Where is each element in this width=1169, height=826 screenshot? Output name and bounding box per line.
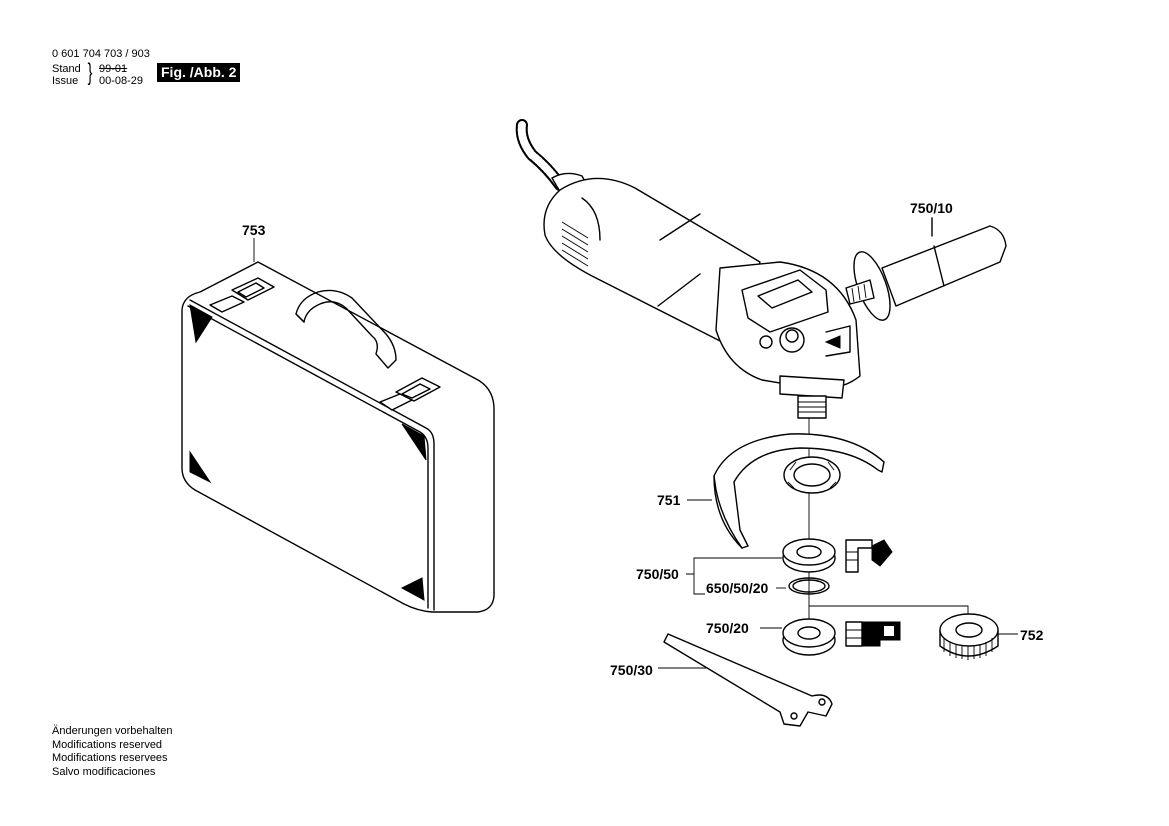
part-label-guard: 751 — [657, 492, 681, 508]
note-line: Modifications reservees — [52, 752, 168, 764]
side-handle-drawing — [845, 217, 1007, 321]
part-label-quick-nut: 752 — [1020, 627, 1044, 643]
part-label-clamping-nut: 750/20 — [706, 620, 749, 636]
angle-grinder-drawing — [515, 119, 861, 419]
note-line: Modifications reserved — [52, 738, 163, 751]
spanner-drawing — [663, 633, 833, 727]
part-label-side-handle: 750/10 — [910, 200, 953, 216]
stand-date: 99-01 — [99, 63, 128, 75]
issue-date: 00-08-29 — [99, 75, 144, 87]
carry-case-drawing — [181, 261, 495, 613]
part-label-o-ring: 650/50/20 — [706, 580, 769, 596]
clamping-nut-drawing — [782, 618, 901, 656]
issue-label: Issue — [52, 75, 79, 87]
figure-label: Fig. /Abb. 2 — [157, 63, 241, 82]
note-line: Salvo modificaciones — [52, 765, 156, 778]
stand-label: Stand — [52, 63, 81, 75]
document-number: 0 601 704 703 / 903 — [52, 48, 150, 60]
part-label-spanner: 750/30 — [610, 662, 653, 678]
quick-nut-drawing — [939, 613, 999, 660]
flange-drawing — [782, 538, 893, 595]
part-label-flange-set: 750/50 — [636, 566, 679, 582]
modification-notes: Änderungen vorbehalten Modifications res… — [52, 725, 172, 779]
wheel-guard-drawing — [713, 433, 885, 549]
part-label-case: 753 — [242, 222, 266, 238]
brace-icon: } — [87, 59, 93, 86]
note-line: Änderungen vorbehalten — [52, 725, 173, 737]
